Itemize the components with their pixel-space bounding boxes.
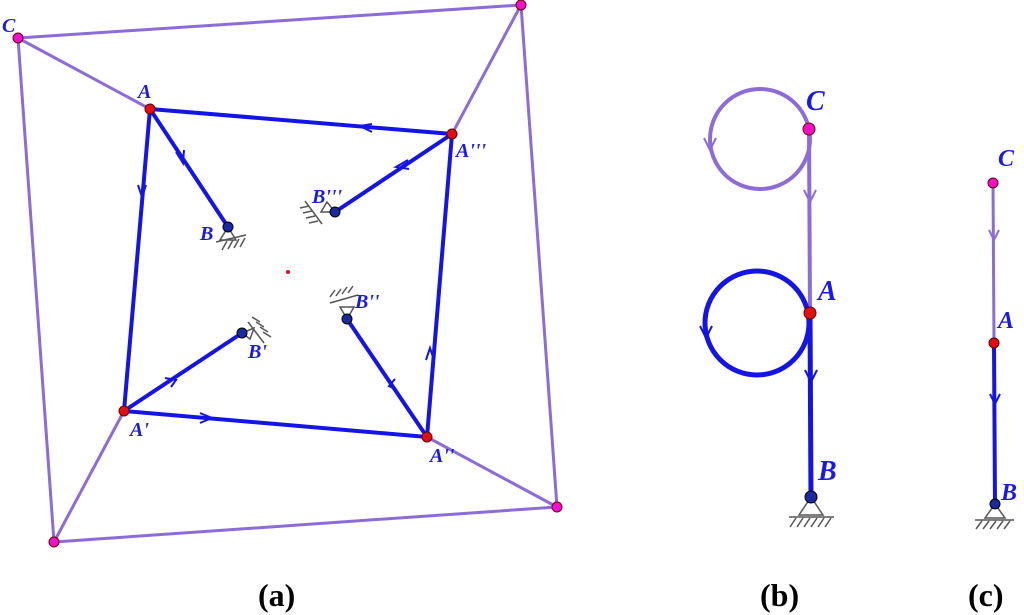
- link-a1-b1: [122, 331, 244, 413]
- label-b-c: B: [1000, 480, 1017, 506]
- joint-c3: [515, 0, 527, 11]
- blue-loop-arrow: [699, 325, 713, 341]
- purple-link-arrow-b: [803, 189, 817, 205]
- joint-c: [12, 32, 24, 44]
- label-c-c: C: [998, 146, 1015, 172]
- ground-b-panel: [789, 495, 834, 528]
- label-a1: A': [128, 419, 149, 441]
- label-c: C: [2, 15, 16, 37]
- joint-a3: [446, 128, 458, 140]
- label-a: A: [136, 81, 151, 103]
- link-a2-b2: [345, 317, 429, 439]
- caption-a: (a): [258, 577, 295, 613]
- purple-loop-arrow: [703, 137, 717, 153]
- link-c2-a2: [426, 435, 558, 509]
- label-b-b: B: [817, 456, 837, 487]
- panel-a: C A A''' A'' A' B B''' B'' B': [2, 0, 563, 548]
- joint-a2: [421, 431, 433, 443]
- link-a-b-b: [807, 312, 814, 498]
- label-a-c: A: [996, 308, 1014, 334]
- label-b1: B': [247, 341, 267, 363]
- label-b2: B'': [354, 291, 380, 313]
- joint-c1: [48, 536, 60, 548]
- joint-b2: [341, 313, 353, 325]
- joint-b1: [236, 327, 248, 339]
- link-a-b: [148, 107, 230, 229]
- joint-b-b: [804, 490, 818, 504]
- panel-b: C A B: [699, 86, 837, 528]
- caption-c: (c): [968, 577, 1004, 613]
- joint-a1: [118, 405, 130, 417]
- link-c1-a1: [52, 410, 126, 543]
- purple-link-arrow-c: [988, 229, 1000, 243]
- blue-link-arrow-b: [804, 369, 818, 385]
- joint-c2: [551, 501, 563, 513]
- blue-loop-b: [702, 268, 812, 378]
- label-a3: A''': [454, 140, 486, 162]
- panel-c: C A B: [975, 146, 1017, 530]
- purple-loop-b: [708, 87, 812, 191]
- joint-a-c: [988, 337, 1000, 349]
- link-c-a-b: [807, 128, 812, 314]
- ground-b: [215, 225, 247, 251]
- direction-arrows-a: [137, 123, 435, 424]
- label-b3: B''': [311, 186, 342, 208]
- ground-b2: [329, 285, 359, 321]
- label-a-b: A: [816, 276, 837, 307]
- center-point: [286, 270, 290, 274]
- joint-a: [144, 103, 156, 115]
- joint-c-b: [802, 122, 816, 136]
- link-c-a: [17, 36, 151, 111]
- label-b: B: [199, 223, 213, 245]
- ground-b3: [299, 200, 337, 225]
- blue-link-arrow-c: [989, 393, 1001, 407]
- ground-c-panel: [975, 502, 1014, 530]
- joint-b-c: [989, 498, 1001, 510]
- joint-b: [222, 221, 234, 233]
- link-a-b-c: [992, 342, 997, 505]
- link-a3-b3: [333, 132, 454, 214]
- joint-c-c: [987, 177, 999, 189]
- link-c3-a3: [450, 4, 523, 135]
- label-a2: A'': [428, 445, 455, 467]
- caption-b: (b): [760, 577, 799, 613]
- joint-b3: [329, 206, 341, 218]
- link-c-a-c: [991, 182, 996, 344]
- label-c-b: C: [806, 86, 825, 117]
- joint-a-b: [803, 306, 817, 320]
